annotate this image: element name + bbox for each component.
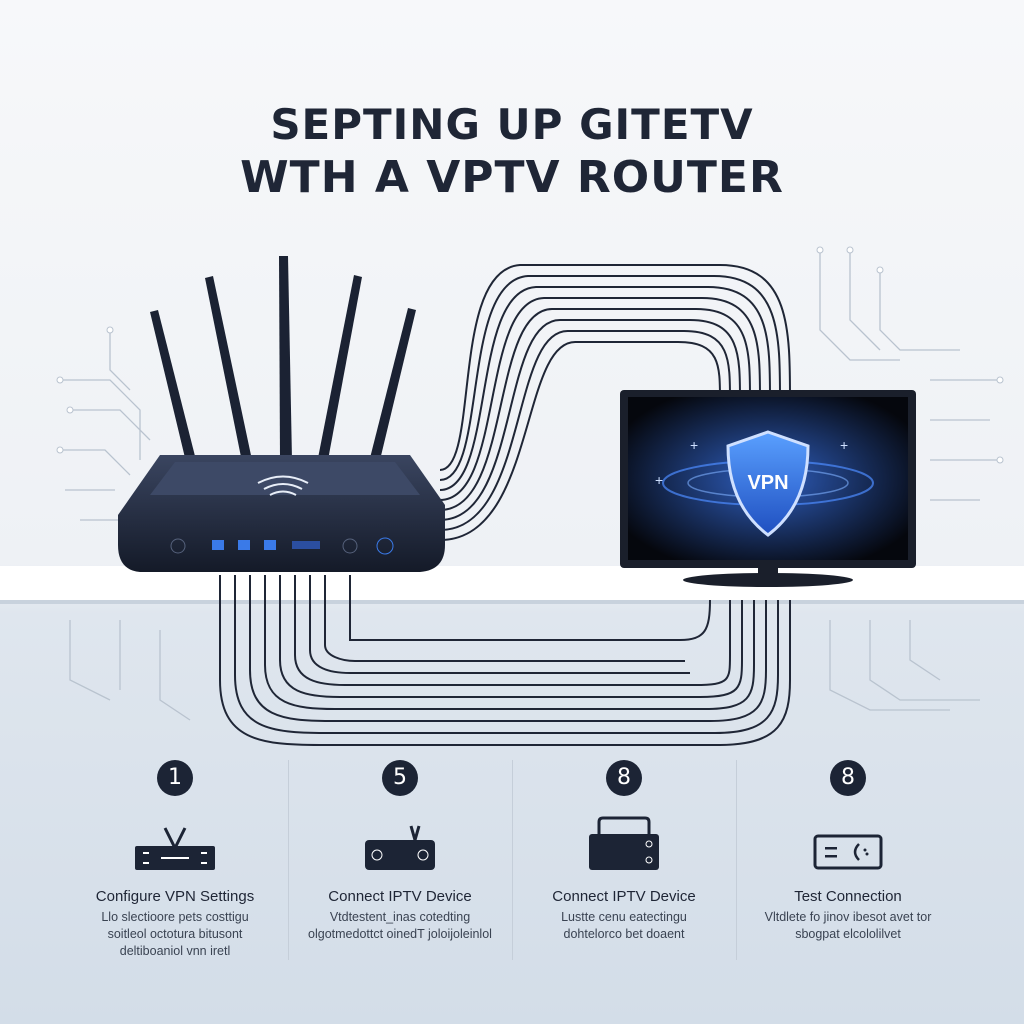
router-icon — [63, 818, 287, 870]
tv-illustration: VPN + + + — [620, 390, 916, 587]
step-description: Llo slectioore pets costtigu soitleol oc… — [101, 910, 249, 958]
step-title: Test Connection — [794, 888, 902, 905]
step-title: Connect IPTV Device — [552, 888, 696, 905]
divider — [736, 760, 737, 960]
svg-text:+: + — [690, 437, 698, 453]
step-description: Vltdlete fo jinov ibesot avet tor sbogpa… — [764, 910, 932, 941]
step-2: 5 Connect IPTV Device Vtdtestent_inas co… — [288, 760, 512, 943]
title-line-2: WTH A VPTV ROUTER — [240, 152, 784, 203]
step-description: Vtdtestent_inas cotedting olgotmedottct … — [308, 910, 492, 941]
step-number: 8 — [830, 760, 866, 796]
step-number: 1 — [157, 760, 193, 796]
step-title: Connect IPTV Device — [328, 888, 472, 905]
svg-text:+: + — [840, 437, 848, 453]
wifi-logo-icon — [257, 475, 309, 496]
divider — [512, 760, 513, 960]
connection-test-icon — [736, 818, 960, 870]
step-description: Lustte cenu eatectingu dohtelorco bet do… — [561, 910, 687, 941]
circuit-traces — [60, 250, 1000, 721]
router-illustration — [118, 256, 445, 572]
vpn-shield-label: VPN — [747, 472, 788, 494]
step-4: 8 Test Connection Vltdlete fo jinov ibes… — [736, 760, 960, 943]
step-number: 8 — [606, 760, 642, 796]
divider — [288, 760, 289, 960]
svg-text:+: + — [655, 472, 663, 488]
device-icon — [512, 816, 736, 870]
step-3: 8 Connect IPTV Device Lustte cenu eatect… — [512, 760, 736, 943]
step-title: Configure VPN Settings — [95, 888, 255, 905]
iptv-box-icon — [288, 818, 512, 870]
title-line-1: SEPTING UP GITETV — [270, 100, 754, 149]
cables — [219, 264, 791, 746]
step-1: 1 Configure VPN Settings Llo slectioore … — [63, 760, 287, 960]
step-number: 5 — [382, 760, 418, 796]
